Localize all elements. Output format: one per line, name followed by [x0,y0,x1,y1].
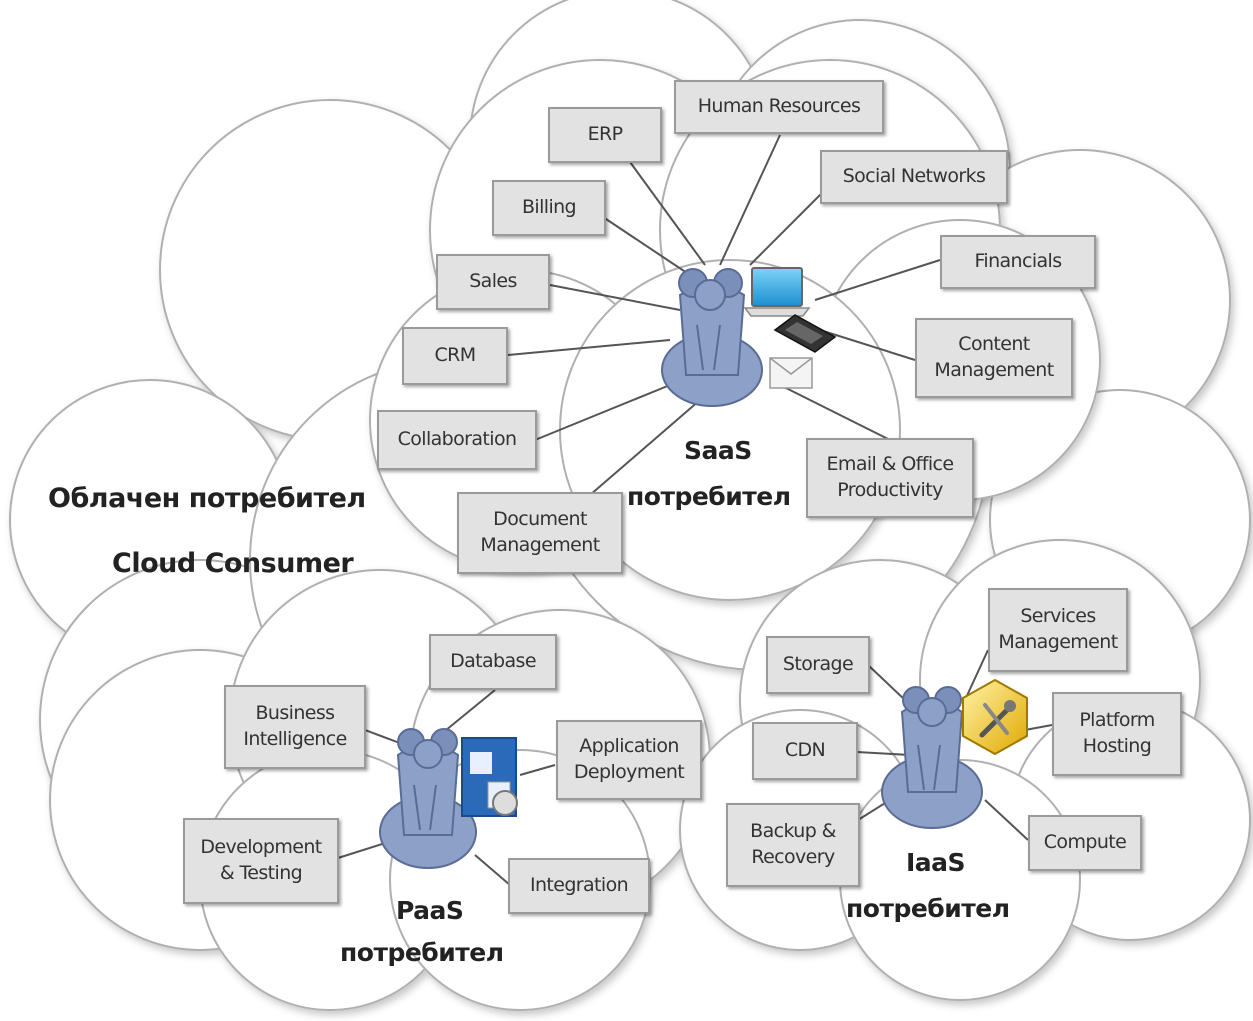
saas-box-social-networks: Social Networks [820,150,1008,204]
laptop-icon [743,267,811,317]
iaas-box-cdn: CDN [752,722,858,780]
saas-box-sales: Sales [436,254,550,310]
saas-content-management-label: Content Management [934,333,1054,381]
paas-box-business-intelligence: Business Intelligence [224,685,366,769]
saas-erp-label: ERP [587,123,623,146]
iaas-box-backup-recovery: Backup & Recovery [726,803,860,887]
iaas-label: IaaS [906,848,966,877]
saas-people-icon [661,268,763,407]
iaas-box-platform-hosting: Platform Hosting [1052,692,1182,776]
iaas-compute-label: Compute [1043,831,1127,854]
consumer-title-en: Cloud Consumer [112,548,354,579]
paas-application-deployment-label: Application Deployment [573,735,685,783]
iaas-services-management-label: Services Management [998,605,1118,653]
iaas-cdn-label: CDN [784,739,826,762]
phone-icon [773,314,837,353]
paas-box-database: Database [429,634,557,690]
iaas-box-compute: Compute [1028,815,1142,871]
iaas-people-icon [881,686,983,829]
saas-box-content-management: Content Management [915,318,1073,398]
saas-box-human-resources: Human Resources [674,80,884,134]
saas-email-office-label: Email & Office Productivity [826,453,955,501]
paas-box-application-deployment: Application Deployment [556,720,702,800]
iaas-consumer-label: потребител [846,894,1010,923]
saas-billing-label: Billing [521,196,577,219]
paas-development-testing-label: Development & Testing [200,836,322,884]
paas-consumer-label: потребител [340,938,504,967]
saas-crm-label: CRM [434,344,476,367]
connector-lines [337,134,1053,886]
saas-collaboration-label: Collaboration [397,428,517,451]
iaas-storage-label: Storage [782,653,854,676]
saas-social-networks-label: Social Networks [842,165,986,188]
paas-database-label: Database [450,650,536,673]
saas-label: SaaS [684,436,752,465]
saas-box-collaboration: Collaboration [377,410,537,470]
paas-label: PaaS [396,896,464,925]
saas-financials-label: Financials [974,250,1062,273]
saas-box-crm: CRM [402,327,508,385]
paas-business-intelligence-label: Business Intelligence [243,702,347,750]
paas-box-integration: Integration [508,858,650,914]
paas-box-development-testing: Development & Testing [183,818,339,904]
saas-box-email-office: Email & Office Productivity [806,438,974,518]
paas-people-icon [379,728,477,869]
saas-box-financials: Financials [940,235,1096,289]
iaas-backup-recovery-label: Backup & Recovery [750,820,836,868]
tools-icon [962,678,1028,756]
iaas-platform-hosting-label: Platform Hosting [1079,709,1155,757]
saas-consumer-label: потребител [627,482,791,511]
iaas-box-storage: Storage [766,636,870,694]
iaas-box-services-management: Services Management [988,588,1128,672]
saas-box-erp: ERP [548,107,662,163]
saas-box-billing: Billing [492,180,606,236]
mail-icon [769,357,813,389]
app-window-icon [461,737,518,817]
saas-box-document-management: Document Management [457,492,623,574]
saas-sales-label: Sales [469,270,517,293]
saas-human-resources-label: Human Resources [697,95,861,118]
saas-document-management-label: Document Management [480,508,600,556]
consumer-title-bg: Облачен потребител [48,483,366,514]
paas-integration-label: Integration [529,874,629,897]
